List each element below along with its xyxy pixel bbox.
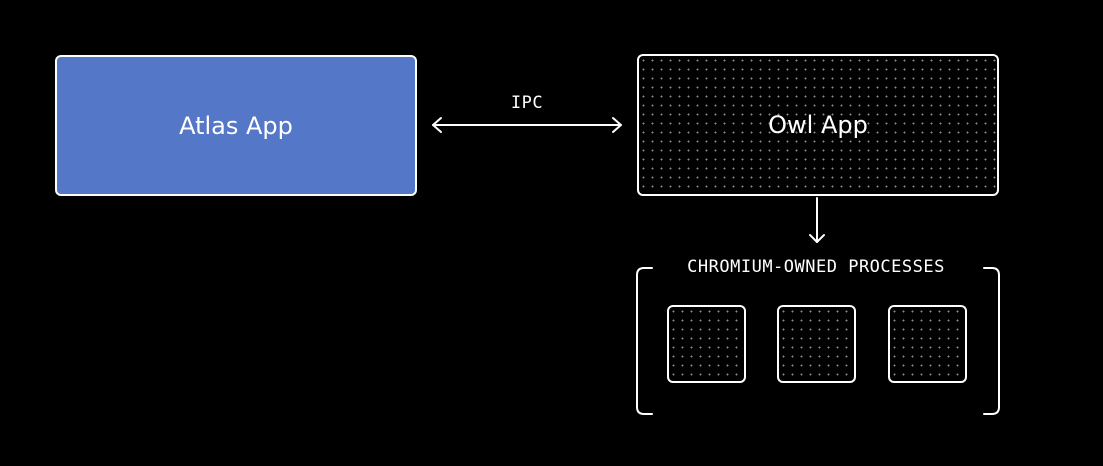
- ipc-arrow: [432, 117, 622, 133]
- owl-app-label: Owl App: [768, 111, 868, 139]
- process-group-bracket: [636, 267, 1000, 415]
- ipc-label: IPC: [510, 93, 544, 113]
- atlas-app-node: Atlas App: [55, 55, 417, 196]
- owl-app-node: Owl App: [637, 54, 999, 196]
- process-group-label: CHROMIUM-OWNED PROCESSES: [679, 257, 953, 277]
- chromium-process-3: [888, 305, 967, 383]
- chromium-process-2: [777, 305, 856, 383]
- chromium-process-1: [667, 305, 746, 383]
- atlas-app-label: Atlas App: [179, 111, 293, 140]
- spawn-arrow: [809, 197, 825, 243]
